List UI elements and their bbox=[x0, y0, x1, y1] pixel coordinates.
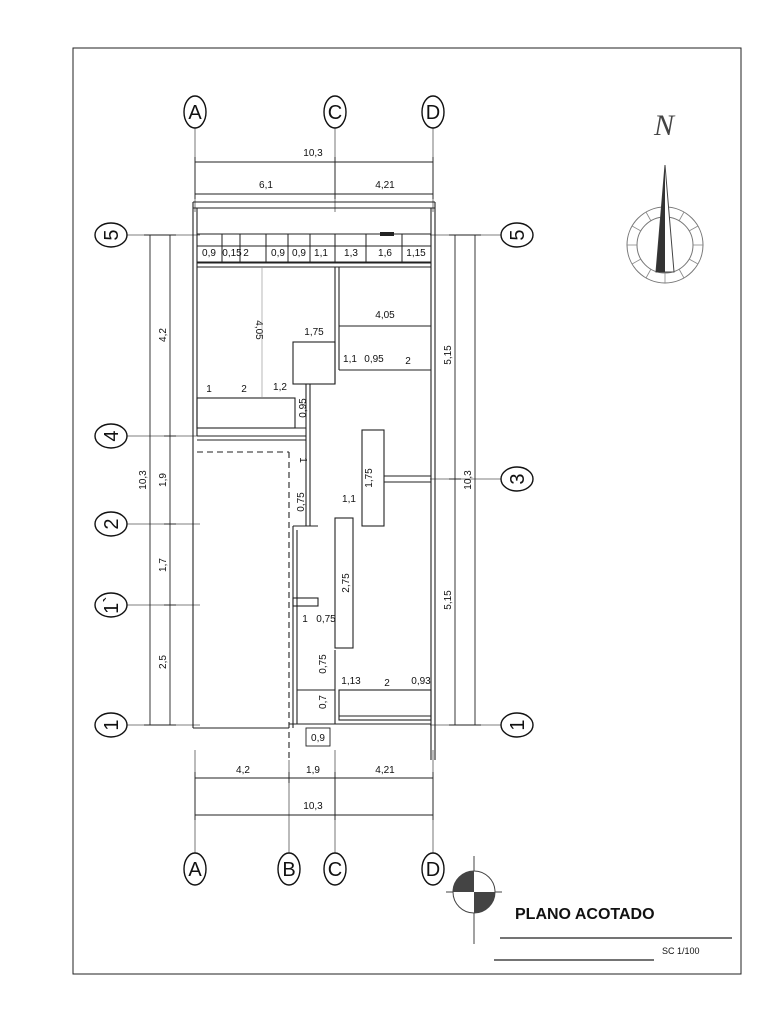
dim-wall-0-75-a: 0,75 bbox=[296, 492, 307, 512]
dim-right-total: 10,3 bbox=[463, 470, 474, 490]
window-mark bbox=[380, 232, 394, 236]
dim-room-1-1: 1,1 bbox=[343, 354, 357, 365]
title-block-symbol-icon bbox=[446, 856, 502, 944]
building-walls bbox=[192, 201, 436, 760]
axis-right-3 bbox=[500, 466, 534, 492]
axis-bottom-a bbox=[183, 852, 207, 886]
left-dimension-lines bbox=[144, 234, 176, 726]
dim-bath-1: 1 bbox=[302, 614, 308, 625]
axis-bubbles-right bbox=[500, 222, 534, 738]
dim-bath-0-75: 0,75 bbox=[316, 614, 336, 625]
dim-left-1-9: 1,9 bbox=[158, 473, 169, 487]
dim-room-4-05-horizontal: 4,05 bbox=[375, 310, 395, 321]
dim-room-4-05-vertical: 4,05 bbox=[253, 320, 264, 340]
axis-bubbles-bottom bbox=[183, 852, 445, 886]
svg-text:1,6: 1,6 bbox=[378, 248, 392, 259]
top-window-strip bbox=[196, 233, 432, 263]
svg-text:0,15: 0,15 bbox=[222, 248, 242, 259]
axis-bottom-c-label: C bbox=[328, 859, 342, 881]
axis-left-5-label: 5 bbox=[101, 229, 123, 240]
axis-top-c-label: C bbox=[328, 102, 342, 124]
dim-window-1: 1 bbox=[206, 384, 212, 395]
dim-wall-1: 1 bbox=[297, 457, 308, 463]
axis-left-4 bbox=[94, 423, 128, 449]
dim-bottom-b: 1,9 bbox=[306, 765, 320, 776]
axis-bottom-a-label: A bbox=[188, 859, 202, 881]
plan-title: PLANO ACOTADO bbox=[515, 906, 655, 923]
dim-room-2: 2 bbox=[405, 356, 411, 367]
svg-text:1,1: 1,1 bbox=[314, 248, 328, 259]
svg-text:2: 2 bbox=[243, 248, 249, 259]
svg-text:1,3: 1,3 bbox=[344, 248, 358, 259]
axis-left-1prime-label: 1` bbox=[101, 596, 123, 614]
axis-left-4-label: 4 bbox=[101, 430, 123, 441]
right-dimension-lines bbox=[449, 234, 481, 726]
svg-text:1,15: 1,15 bbox=[406, 248, 426, 259]
top-dimension-lines bbox=[194, 157, 434, 199]
axis-bubbles-left bbox=[94, 222, 128, 738]
dim-closet-1-1: 1,1 bbox=[342, 494, 356, 505]
svg-text:0,9: 0,9 bbox=[292, 248, 306, 259]
dim-closet-1-75: 1,75 bbox=[364, 468, 375, 488]
svg-text:0,9: 0,9 bbox=[202, 248, 216, 259]
svg-text:0,9: 0,9 bbox=[271, 248, 285, 259]
dim-left-1-7: 1,7 bbox=[158, 558, 169, 572]
axis-left-2-label: 2 bbox=[101, 518, 123, 529]
axis-top-d-label: D bbox=[426, 102, 440, 124]
axis-top-c bbox=[323, 95, 347, 129]
dim-bottom-a: 4,2 bbox=[236, 765, 250, 776]
axis-left-2 bbox=[94, 511, 128, 537]
dim-hall-2-75: 2,75 bbox=[341, 573, 352, 593]
bottom-dimension-lines bbox=[194, 772, 434, 820]
axis-right-1-label: 1 bbox=[507, 719, 529, 730]
axis-left-1-label: 1 bbox=[101, 719, 123, 730]
axis-right-5 bbox=[500, 222, 534, 248]
axis-left-5 bbox=[94, 222, 128, 248]
axis-bottom-b bbox=[277, 852, 301, 886]
axis-right-5-label: 5 bbox=[507, 229, 529, 240]
axis-bubbles-top bbox=[183, 95, 445, 129]
dim-bottom-c: 4,21 bbox=[375, 765, 395, 776]
axis-top-a bbox=[183, 95, 207, 129]
north-arrow-icon: N bbox=[626, 109, 704, 284]
dim-bath-0-75-v: 0,75 bbox=[318, 654, 329, 674]
axis-bottom-d-label: D bbox=[426, 859, 440, 881]
axis-bottom-b-label: B bbox=[282, 859, 295, 881]
dim-right-5-15-top: 5,15 bbox=[443, 345, 454, 365]
dim-left-2-5: 2,5 bbox=[158, 655, 169, 669]
plan-scale: SC 1/100 bbox=[662, 946, 700, 956]
dim-bottom-2: 2 bbox=[384, 678, 390, 689]
dim-room-0-95: 0,95 bbox=[364, 354, 384, 365]
dim-top-right: 4,21 bbox=[375, 180, 395, 191]
dim-left-total: 10,3 bbox=[138, 470, 149, 490]
axis-top-a-label: A bbox=[188, 102, 202, 124]
top-wall-segment-labels: 0,9 0,15 2 0,9 0,9 1,1 1,3 1,6 1,15 bbox=[202, 248, 426, 259]
north-label: N bbox=[653, 109, 676, 142]
dim-left-4-2: 4,2 bbox=[158, 328, 169, 342]
dim-top-left: 6,1 bbox=[259, 180, 273, 191]
axis-bottom-d bbox=[421, 852, 445, 886]
bath-0-9-box bbox=[305, 727, 331, 747]
dim-bath-0-9: 0,9 bbox=[311, 733, 325, 744]
axis-left-1 bbox=[94, 712, 128, 738]
axis-left-1prime bbox=[94, 592, 128, 618]
dim-bottom-0-93: 0,93 bbox=[411, 676, 431, 687]
axis-top-d bbox=[421, 95, 445, 129]
dim-wall-0-95: 0,95 bbox=[298, 398, 309, 418]
dim-right-5-15-bottom: 5,15 bbox=[443, 590, 454, 610]
sheet-border bbox=[72, 47, 742, 975]
axis-right-1 bbox=[500, 712, 534, 738]
dim-bottom-1-13: 1,13 bbox=[341, 676, 361, 687]
dim-window-1-2: 1,2 bbox=[273, 382, 287, 393]
dim-bath-0-7: 0,7 bbox=[318, 695, 329, 709]
dim-window-2: 2 bbox=[241, 384, 247, 395]
dim-top-total: 10,3 bbox=[303, 148, 323, 159]
dim-bottom-total: 10,3 bbox=[303, 801, 323, 812]
dim-room-1-75: 1,75 bbox=[304, 327, 324, 338]
axis-right-3-label: 3 bbox=[507, 473, 529, 484]
axis-bottom-c bbox=[323, 852, 347, 886]
